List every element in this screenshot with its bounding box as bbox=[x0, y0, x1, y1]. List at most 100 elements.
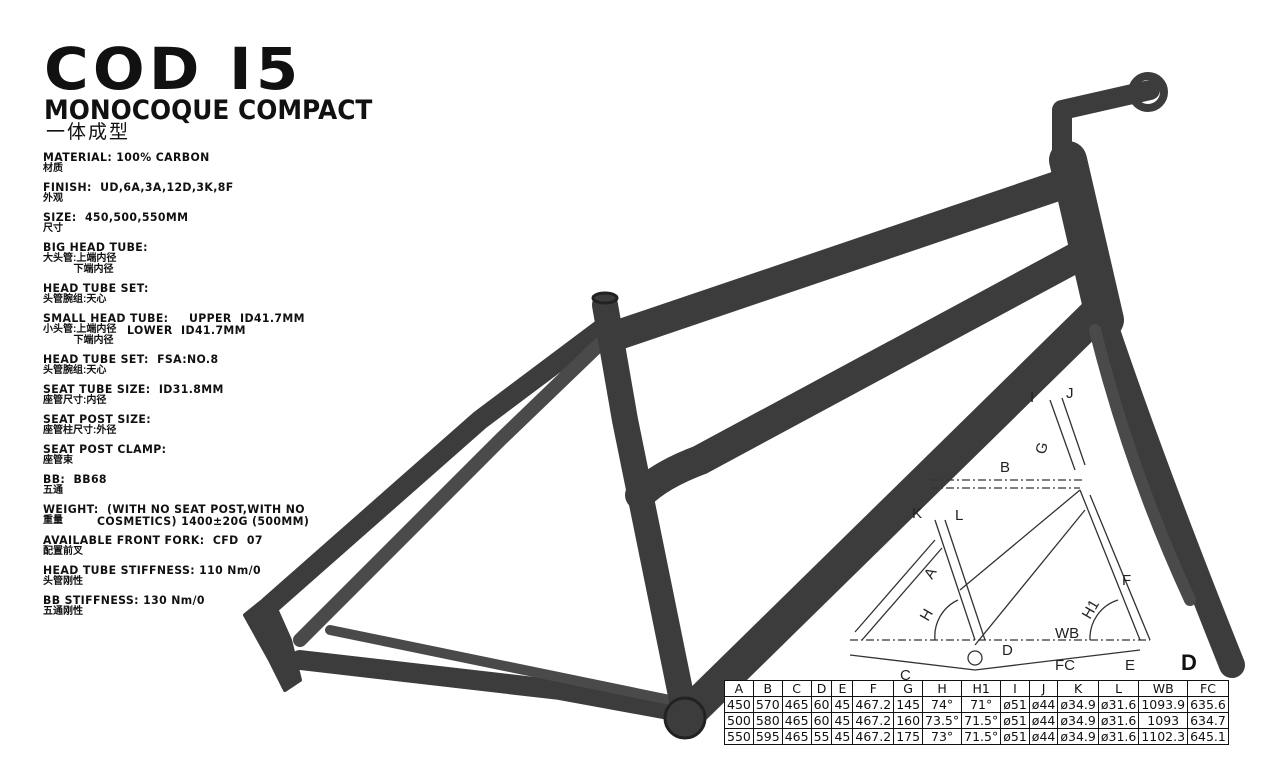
table-cell: ø51 bbox=[1000, 712, 1030, 729]
dim-label-h: H bbox=[917, 606, 937, 624]
chain-stay bbox=[290, 650, 690, 722]
table-cell: 465 bbox=[781, 696, 812, 713]
table-cell: ø34.9 bbox=[1057, 712, 1099, 729]
spec-label-cn: 五通 bbox=[43, 485, 63, 496]
dim-label-a: A bbox=[921, 565, 941, 582]
table-cell: 500 bbox=[724, 712, 754, 729]
seat-tube-top bbox=[591, 291, 619, 305]
spec-label-cn: 大头管:上端内径 下端内径 bbox=[43, 253, 117, 275]
down-tube bbox=[673, 293, 1117, 729]
spec-label-cn: 尺寸 bbox=[43, 223, 63, 234]
spec-label-cn: 配置前叉 bbox=[43, 546, 83, 557]
table-cell: ø31.6 bbox=[1097, 696, 1140, 713]
dim-label-c: C bbox=[900, 667, 911, 684]
table-cell: ø51 bbox=[1000, 696, 1030, 713]
table-cell: 71° bbox=[961, 696, 1002, 713]
dim-label-wb: WB bbox=[1055, 625, 1079, 642]
table-cell: 145 bbox=[893, 696, 924, 713]
mid-tube bbox=[625, 235, 1105, 510]
table-cell: 467.2 bbox=[852, 728, 895, 745]
spec-label: MATERIAL: 100% CARBON bbox=[43, 150, 210, 164]
spec-label-cn: 外观 bbox=[43, 193, 63, 204]
column-header: K bbox=[1057, 680, 1099, 697]
spec-item: HEAD TUBE SET:头管腕组:天心 bbox=[43, 282, 383, 305]
product-title: COD I5 bbox=[44, 35, 303, 103]
spec-label: AVAILABLE FRONT FORK: CFD 07 bbox=[43, 533, 263, 547]
table-cell: 175 bbox=[893, 728, 924, 745]
table-cell: 160 bbox=[893, 712, 924, 729]
product-subtitle: MONOCOQUE COMPACT bbox=[44, 95, 373, 126]
column-header: FC bbox=[1187, 680, 1229, 697]
table-cell: ø31.6 bbox=[1097, 712, 1140, 729]
seat-stay-right bbox=[293, 333, 611, 647]
seat-stay bbox=[260, 320, 610, 615]
column-header: D bbox=[810, 680, 833, 697]
spec-label-cn: 头管腕组:天心 bbox=[43, 365, 107, 376]
table-cell: 71.5° bbox=[961, 712, 1002, 729]
geometry-diagram bbox=[849, 397, 1151, 671]
table-cell: 1093 bbox=[1138, 712, 1189, 729]
column-header: F bbox=[852, 680, 895, 697]
table-cell: ø51 bbox=[1000, 728, 1030, 745]
table-cell: 634.7 bbox=[1187, 712, 1229, 729]
table-cell: 55 bbox=[810, 728, 833, 745]
table-cell: 595 bbox=[752, 728, 783, 745]
table-cell: 465 bbox=[781, 728, 812, 745]
column-header: A bbox=[724, 680, 754, 697]
table-cell: 467.2 bbox=[852, 712, 895, 729]
table-cell: 645.1 bbox=[1187, 728, 1229, 745]
spec-label: SEAT POST CLAMP: bbox=[43, 442, 167, 456]
spec-label-cn: 材质 bbox=[43, 163, 63, 174]
spec-item: BIG HEAD TUBE:大头管:上端内径 下端内径 bbox=[43, 241, 383, 275]
spec-label: HEAD TUBE STIFFNESS: 110 Nm/0 bbox=[43, 563, 261, 577]
spec-item: SEAT POST SIZE:座管柱尺寸:外径 bbox=[43, 413, 383, 436]
table-cell: 550 bbox=[724, 728, 754, 745]
chain-stay-inner bbox=[325, 625, 675, 705]
product-subtitle-cn: 一体成型 bbox=[46, 122, 131, 143]
table-cell: 45 bbox=[831, 728, 854, 745]
spec-label: FINISH: UD,6A,3A,12D,3K,8F bbox=[43, 180, 234, 194]
fork-blade-rear bbox=[1089, 324, 1196, 606]
column-header: WB bbox=[1138, 680, 1189, 697]
spec-label: HEAD TUBE SET: FSA:NO.8 bbox=[43, 352, 219, 366]
spec-label: SEAT POST SIZE: bbox=[43, 412, 152, 426]
dim-label-j: J bbox=[1066, 385, 1074, 402]
spec-label: WEIGHT: (WITH NO SEAT POST,WITH NO bbox=[43, 502, 305, 516]
table-cell: 1102.3 bbox=[1138, 728, 1189, 745]
table-cell: ø31.6 bbox=[1097, 728, 1140, 745]
dim-label-i: I bbox=[1030, 389, 1034, 406]
column-header: I bbox=[1000, 680, 1030, 697]
spec-label-cn: 五通刚性 bbox=[43, 606, 83, 617]
dim-label-e: E bbox=[1125, 657, 1135, 674]
dim-label-l: L bbox=[955, 507, 963, 524]
diagram-corner-label: D bbox=[1181, 650, 1197, 675]
spec-label: BB: BB68 bbox=[43, 472, 107, 486]
table-cell: 1093.9 bbox=[1138, 696, 1189, 713]
dim-label-k: K bbox=[912, 505, 922, 522]
spec-label: SIZE: 450,500,550MM bbox=[43, 210, 189, 224]
spec-label-cn: 重量 bbox=[43, 515, 63, 526]
spec-label-cn: 头管腕组:天心 bbox=[43, 294, 107, 305]
spec-label: SEAT TUBE SIZE: ID31.8MM bbox=[43, 382, 224, 396]
bike-frame bbox=[243, 72, 1245, 740]
table-cell: 60 bbox=[810, 696, 833, 713]
bottom-bracket bbox=[663, 696, 707, 740]
spec-value: COSMETICS) 1400±20G (500MM) bbox=[97, 514, 310, 528]
dim-label-b: B bbox=[1000, 459, 1010, 476]
spec-label-cn: 座管束 bbox=[43, 455, 73, 466]
column-header: H1 bbox=[961, 680, 1002, 697]
table-cell: ø44 bbox=[1028, 696, 1059, 713]
spec-label: SMALL HEAD TUBE: bbox=[43, 311, 169, 325]
seat-tube bbox=[592, 292, 698, 728]
spec-label-cn: 座管柱尺寸:外径 bbox=[43, 425, 117, 436]
